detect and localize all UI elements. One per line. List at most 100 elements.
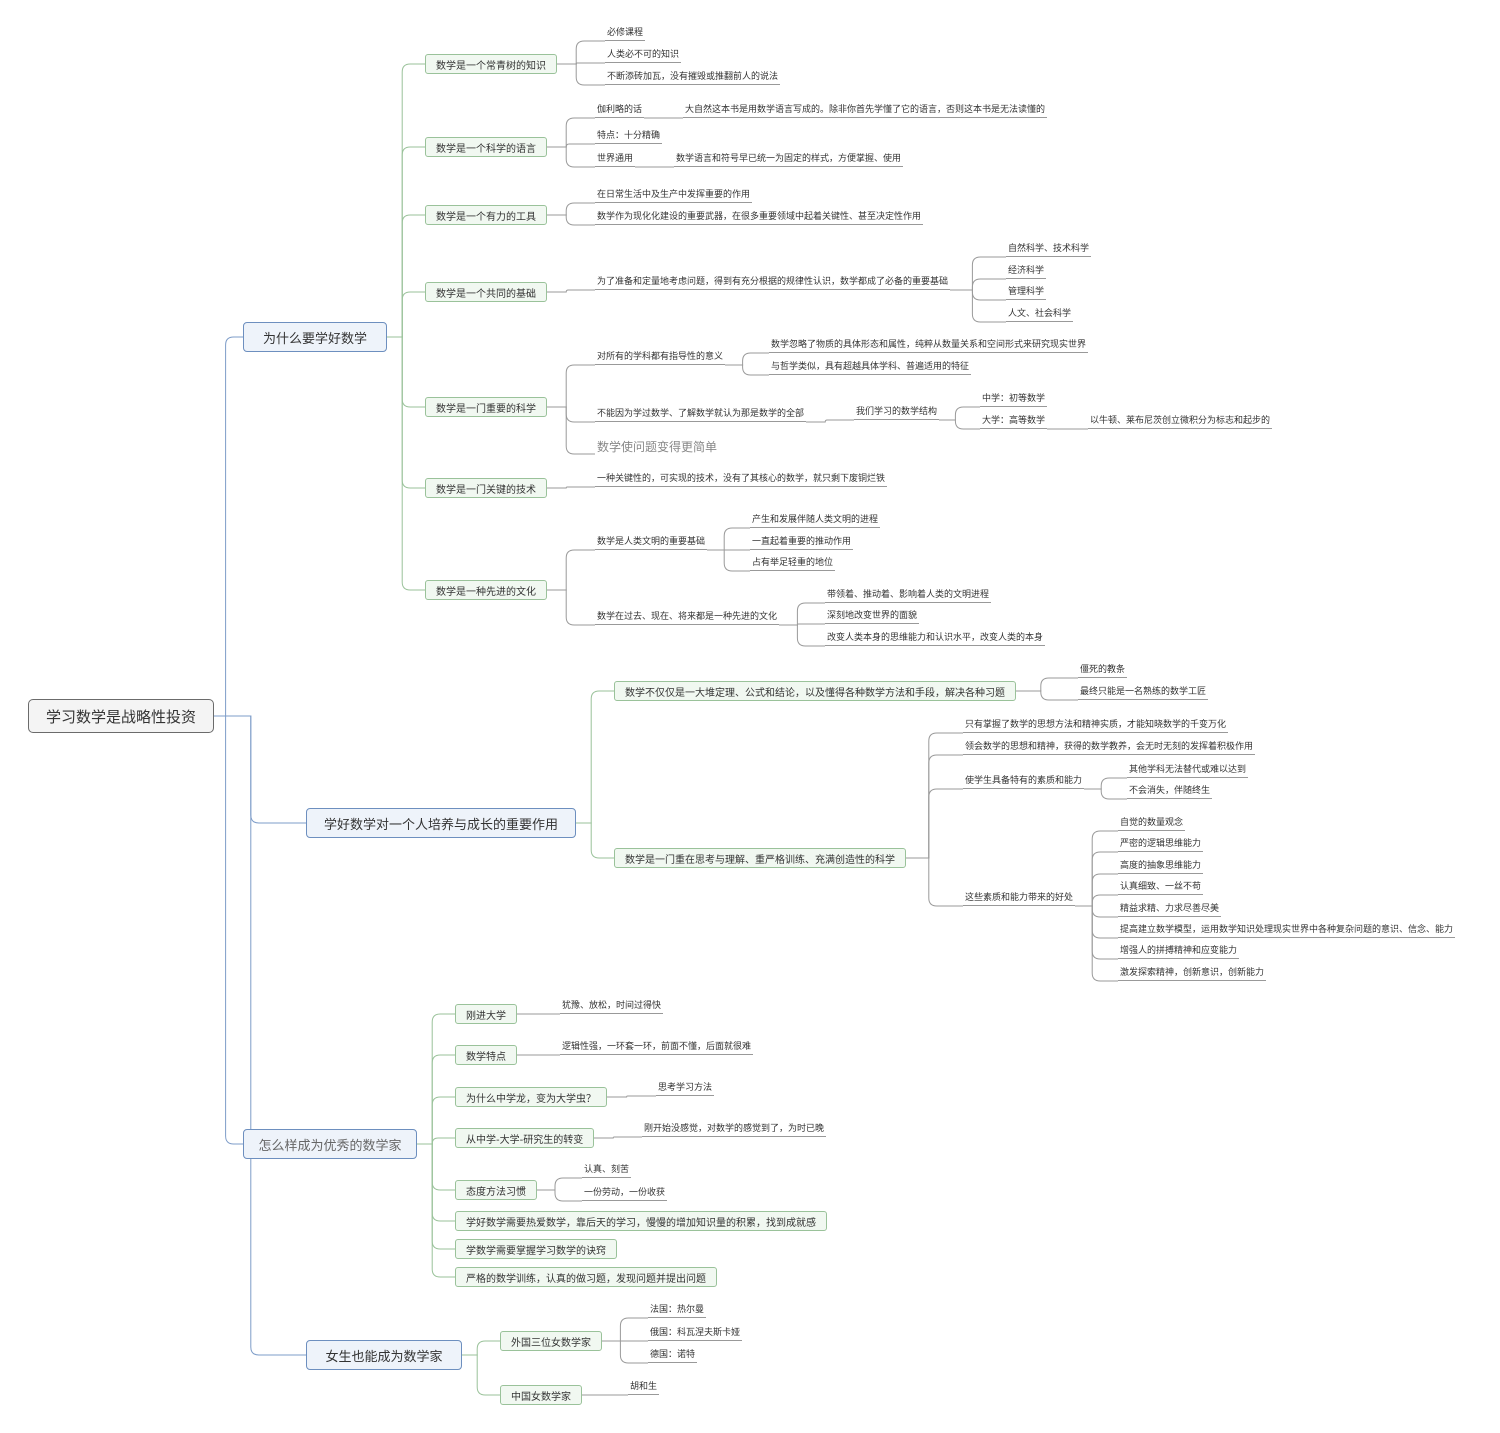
- topic-important[interactable]: 数学是一门重要的科学: [425, 397, 547, 417]
- leaf-freshman: 犹豫、放松，时间过得快: [560, 1000, 664, 1014]
- connector-leaf-benefits-to-leaf-benefit-8: [1075, 905, 1118, 982]
- connector-leaf-structure-to-leaf-middle: [939, 406, 980, 421]
- connector-topic-language-to-leaf-universal: [547, 146, 595, 168]
- topic-china[interactable]: 中国女数学家: [500, 1385, 582, 1405]
- connector-topic-tool-to-leaf-tool-1: [547, 202, 595, 216]
- topic-foundation[interactable]: 数学是一个共同的基础: [425, 282, 547, 302]
- topic-foreign[interactable]: 外国三位女数学家: [500, 1331, 602, 1351]
- connector-root-topic-to-branch-excellent: [214, 715, 243, 1145]
- leaf-china-1: 胡和生: [628, 1381, 660, 1395]
- leaf-benefit-4: 认真细致、一丝不苟: [1118, 881, 1204, 895]
- leaf-adv-1: 带领着、推动着、影响着人类的文明进程: [825, 589, 992, 603]
- connector-branch-why-to-topic-important: [387, 336, 425, 408]
- connector-branch-why-to-topic-tool: [387, 214, 425, 338]
- connector-leaf-civ-to-leaf-civ-3: [707, 549, 750, 572]
- connector-branch-excellent-to-topic-dragon-worm: [417, 1096, 455, 1145]
- connector-topic-notonly-to-leaf-notonly-1: [1016, 677, 1078, 692]
- leaf-universal: 世界通用: [595, 153, 636, 167]
- leaf-benefit-1: 自觉的数量观念: [1118, 817, 1186, 831]
- leaf-field-4: 人文、社会科学: [1006, 308, 1074, 322]
- leaf-civ-3: 占有举足轻重的地位: [750, 557, 836, 571]
- connector-leaf-foundation-desc-to-leaf-field-1: [950, 256, 1006, 291]
- leaf-benefit-7: 增强人的拼搏精神和应变能力: [1118, 945, 1240, 959]
- connector-topic-notonly-to-leaf-notonly-2: [1016, 690, 1078, 701]
- leaf-university: 大学：高等数学: [980, 415, 1048, 429]
- connector-topic-important-to-leaf-guidance: [547, 364, 595, 408]
- connector-topic-dragon-worm-to-leaf-dragon-worm: [607, 1095, 656, 1098]
- connector-leaf-adv-to-leaf-adv-3: [779, 624, 825, 647]
- connector-leaf-foundation-desc-to-leaf-field-4: [950, 289, 1006, 323]
- connector-branch-why-to-topic-evergreen: [387, 63, 425, 338]
- topic-notonly[interactable]: 数学不仅仅是一大堆定理、公式和结论，以及懂得各种数学方法和手段，解决各种习题: [614, 681, 1016, 701]
- topic-training[interactable]: 严格的数学训练，认真的做习题，发现问题并提出问题: [455, 1267, 717, 1287]
- connector-topic-important-to-leaf-simpler: [547, 406, 595, 455]
- connector-topic-thinking-to-leaf-quality: [906, 788, 963, 859]
- leaf-quality-1: 其他学科无法替代或难以达到: [1127, 764, 1249, 778]
- leaf-evergreen-1: 必修课程: [605, 27, 646, 41]
- leaf-guidance: 对所有的学科都有指导性的意义: [595, 351, 726, 365]
- leaf-notonly-2: 最终只能是一名熟练的数学工匠: [1078, 686, 1209, 700]
- leaf-attitude-1: 认真、刻苦: [582, 1164, 632, 1178]
- branch-excellent[interactable]: 怎么样成为优秀的数学家: [243, 1129, 417, 1159]
- leaf-math-feature: 逻辑性强，一环套一环，前面不懂，后面就很难: [560, 1041, 754, 1055]
- leaf-guidance-1: 数学忽略了物质的具体形态和属性，纯粹从数量关系和空间形式来研究现实世界: [769, 339, 1089, 353]
- leaf-universal-detail: 数学语言和符号早已统一为固定的样式，方便掌握、使用: [674, 153, 904, 167]
- connector-leaf-notall-to-leaf-structure: [806, 419, 854, 423]
- connector-topic-tool-to-leaf-tool-2: [547, 214, 595, 226]
- topic-freshman[interactable]: 刚进大学: [455, 1004, 517, 1024]
- connector-branch-excellent-to-topic-freshman: [417, 1013, 455, 1145]
- connector-branch-excellent-to-topic-tricks: [417, 1143, 455, 1250]
- leaf-only: 只有掌握了数学的思想方法和精神实质，才能知晓数学的千变万化: [963, 719, 1229, 733]
- topic-key-tech[interactable]: 数学是一门关键的技术: [425, 478, 547, 498]
- branch-growth[interactable]: 学好数学对一个人培养与成长的重要作用: [306, 808, 576, 838]
- topic-transition[interactable]: 从中学-大学-研究生的转变: [455, 1128, 595, 1148]
- leaf-field-1: 自然科学、技术科学: [1006, 243, 1092, 257]
- leaf-galileo-quote: 大自然这本书是用数学语言写成的。除非你首先学懂了它的语言，否则这本书是无法读懂的: [683, 104, 1048, 118]
- topic-language[interactable]: 数学是一个科学的语言: [425, 137, 547, 157]
- connector-root-topic-to-branch-growth: [214, 715, 306, 824]
- root-topic[interactable]: 学习数学是战略性投资: [28, 699, 214, 733]
- topic-dragon-worm[interactable]: 为什么中学龙，变为大学虫？: [455, 1087, 607, 1107]
- topic-evergreen[interactable]: 数学是一个常青树的知识: [425, 54, 557, 74]
- topic-attitude[interactable]: 态度方法习惯: [455, 1180, 537, 1200]
- topic-math-feature[interactable]: 数学特点: [455, 1045, 517, 1065]
- connector-branch-excellent-to-topic-training: [417, 1143, 455, 1278]
- leaf-benefits: 这些素质和能力带来的好处: [963, 892, 1076, 906]
- connector-topic-key-tech-to-leaf-key-tech: [547, 486, 595, 489]
- connector-root-topic-to-branch-why: [214, 336, 243, 717]
- leaf-structure: 我们学习的数学结构: [854, 406, 940, 420]
- leaf-precise: 特点：十分精确: [595, 130, 663, 144]
- topic-love-math[interactable]: 学好数学需要热爱数学，靠后天的学习，慢慢的增加知识量的积累，找到成就感: [455, 1211, 827, 1231]
- leaf-benefit-2: 严密的逻辑思维能力: [1118, 838, 1204, 852]
- connector-topic-culture-to-leaf-adv: [547, 589, 595, 626]
- leaf-quality-2: 不会消失，伴随终生: [1127, 785, 1213, 799]
- connector-topic-thinking-to-leaf-only: [906, 732, 963, 859]
- topic-tricks[interactable]: 学数学需要掌握学习数学的诀窍: [455, 1239, 617, 1259]
- connector-branch-growth-to-topic-notonly: [576, 690, 614, 824]
- leaf-civ: 数学是人类文明的重要基础: [595, 536, 708, 550]
- leaf-evergreen-2: 人类必不可的知识: [605, 49, 682, 63]
- connector-topic-important-to-leaf-notall: [547, 406, 595, 423]
- leaf-civ-1: 产生和发展伴随人类文明的进程: [750, 514, 881, 528]
- connector-branch-growth-to-topic-thinking: [576, 822, 614, 859]
- connector-topic-evergreen-to-leaf-evergreen-1: [557, 40, 605, 65]
- leaf-field-3: 管理科学: [1006, 286, 1047, 300]
- connector-topic-attitude-to-leaf-attitude-2: [537, 1189, 582, 1202]
- connector-branch-why-to-topic-key-tech: [387, 336, 425, 489]
- branch-women[interactable]: 女生也能成为数学家: [306, 1340, 462, 1370]
- leaf-foreign-2: 俄国：科瓦涅夫斯卡娅: [648, 1327, 743, 1341]
- connector-leaf-quality-to-leaf-quality-2: [1084, 788, 1127, 800]
- leaf-key-tech: 一种关键性的，可实现的技术，没有了其核心的数学，就只剩下废铜烂铁: [595, 473, 888, 487]
- topic-thinking[interactable]: 数学是一门重在思考与理解、重严格训练、充满创造性的科学: [614, 848, 906, 868]
- leaf-foreign-3: 德国：诺特: [648, 1349, 698, 1363]
- connector-leaf-guidance-to-leaf-guidance-2: [725, 364, 769, 376]
- connector-leaf-benefits-to-leaf-benefit-1: [1075, 830, 1118, 907]
- connector-topic-foreign-to-leaf-foreign-1: [602, 1317, 648, 1342]
- connector-topic-foreign-to-leaf-foreign-3: [602, 1340, 648, 1364]
- topic-culture[interactable]: 数学是一种先进的文化: [425, 580, 547, 600]
- connector-topic-transition-to-leaf-transition: [594, 1136, 642, 1139]
- branch-why[interactable]: 为什么要学好数学: [243, 322, 387, 352]
- leaf-galileo: 伽利略的话: [595, 104, 645, 118]
- connector-branch-excellent-to-topic-math-feature: [417, 1054, 455, 1145]
- topic-tool[interactable]: 数学是一个有力的工具: [425, 205, 547, 225]
